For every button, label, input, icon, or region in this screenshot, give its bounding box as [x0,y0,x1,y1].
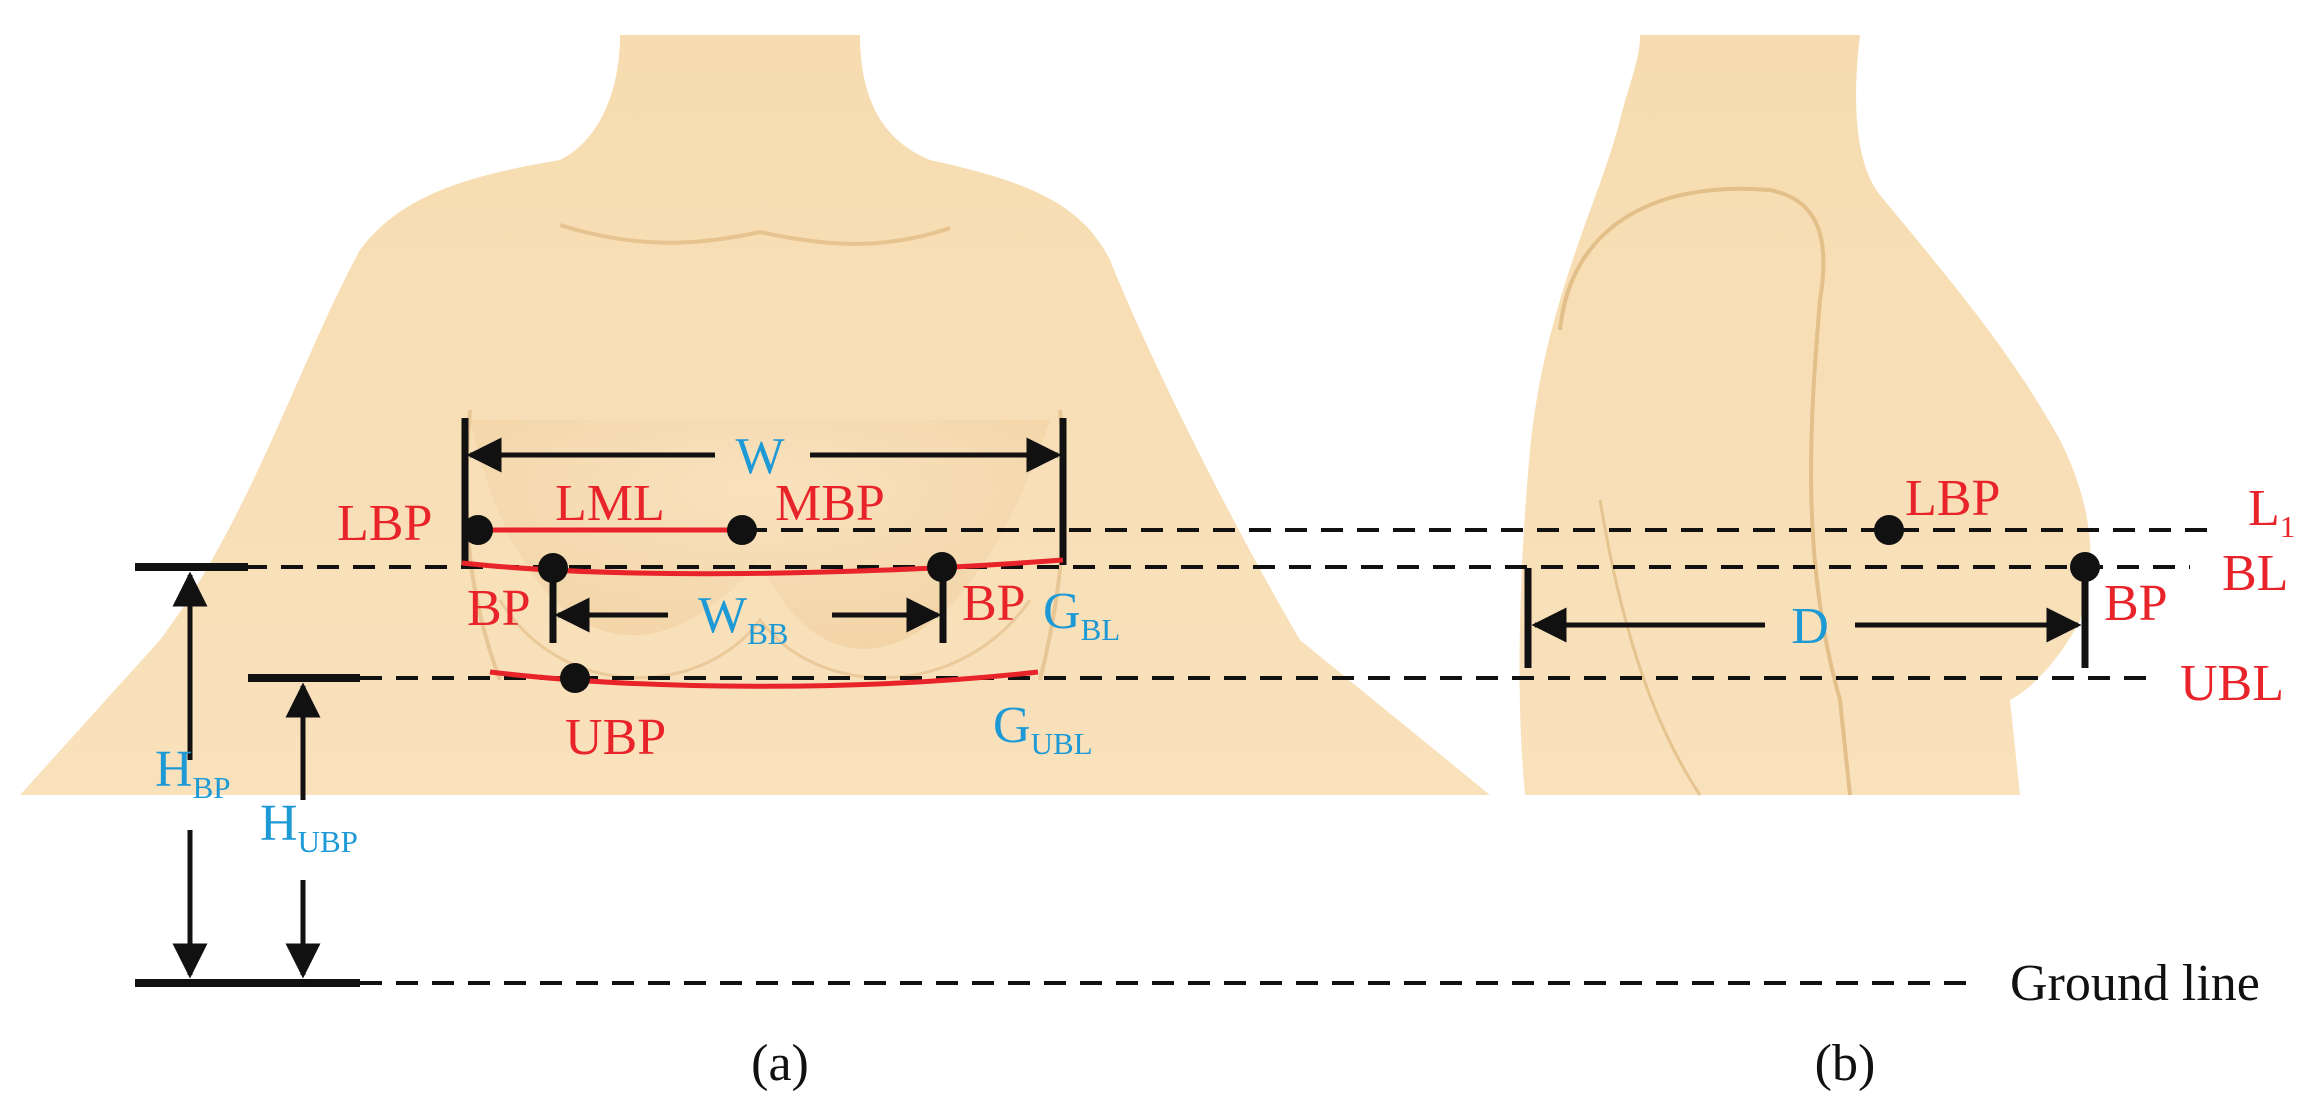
lbp-point-b [1874,515,1904,545]
label-lbp-a: LBP [337,495,432,552]
ubp-point [560,663,590,693]
mbp-point [727,515,757,545]
bp-left-point [538,553,568,583]
label-bp-b: BP [2104,575,2168,632]
underbust-girth-curve [489,669,1039,689]
label-hubp: HUBP [260,795,358,859]
caption-b: (b) [1815,1035,1876,1092]
d-measurement [1524,568,2089,668]
side-torso-figure [1519,35,2091,796]
bust-girth-curve [461,557,1064,577]
label-hbp: HBP [155,741,230,805]
label-ground-line: Ground line [2010,955,2260,1012]
label-gubl: GUBL [993,697,1093,761]
label-lbp-b: LBP [1905,470,2000,527]
label-lml: LML [555,475,665,532]
label-wbb: WBB [698,587,788,651]
label-ubp: UBP [565,709,666,766]
label-bp-right: BP [962,575,1026,632]
label-bl: BL [2222,545,2288,602]
front-torso-figure [20,35,1490,795]
height-arrows [172,571,321,979]
reference-lines [245,528,2210,985]
label-w: W [735,428,784,485]
height-baseline-ticks [135,563,360,987]
wbb-measurement [549,570,947,643]
label-gbl: GBL [1043,583,1120,647]
landmark-points [463,515,2100,693]
label-l1: L1 [2248,480,2295,544]
label-mbp: MBP [775,475,885,532]
bp-point-b [2070,552,2100,582]
lbp-point-a [463,515,493,545]
bp-right-point [927,552,957,582]
w-measurement [461,418,1067,565]
red-measurement-curves [461,527,1064,689]
caption-a: (a) [751,1035,809,1092]
label-ubl: UBL [2180,655,2284,712]
label-bp-left: BP [467,580,531,637]
label-d: D [1791,598,1829,655]
